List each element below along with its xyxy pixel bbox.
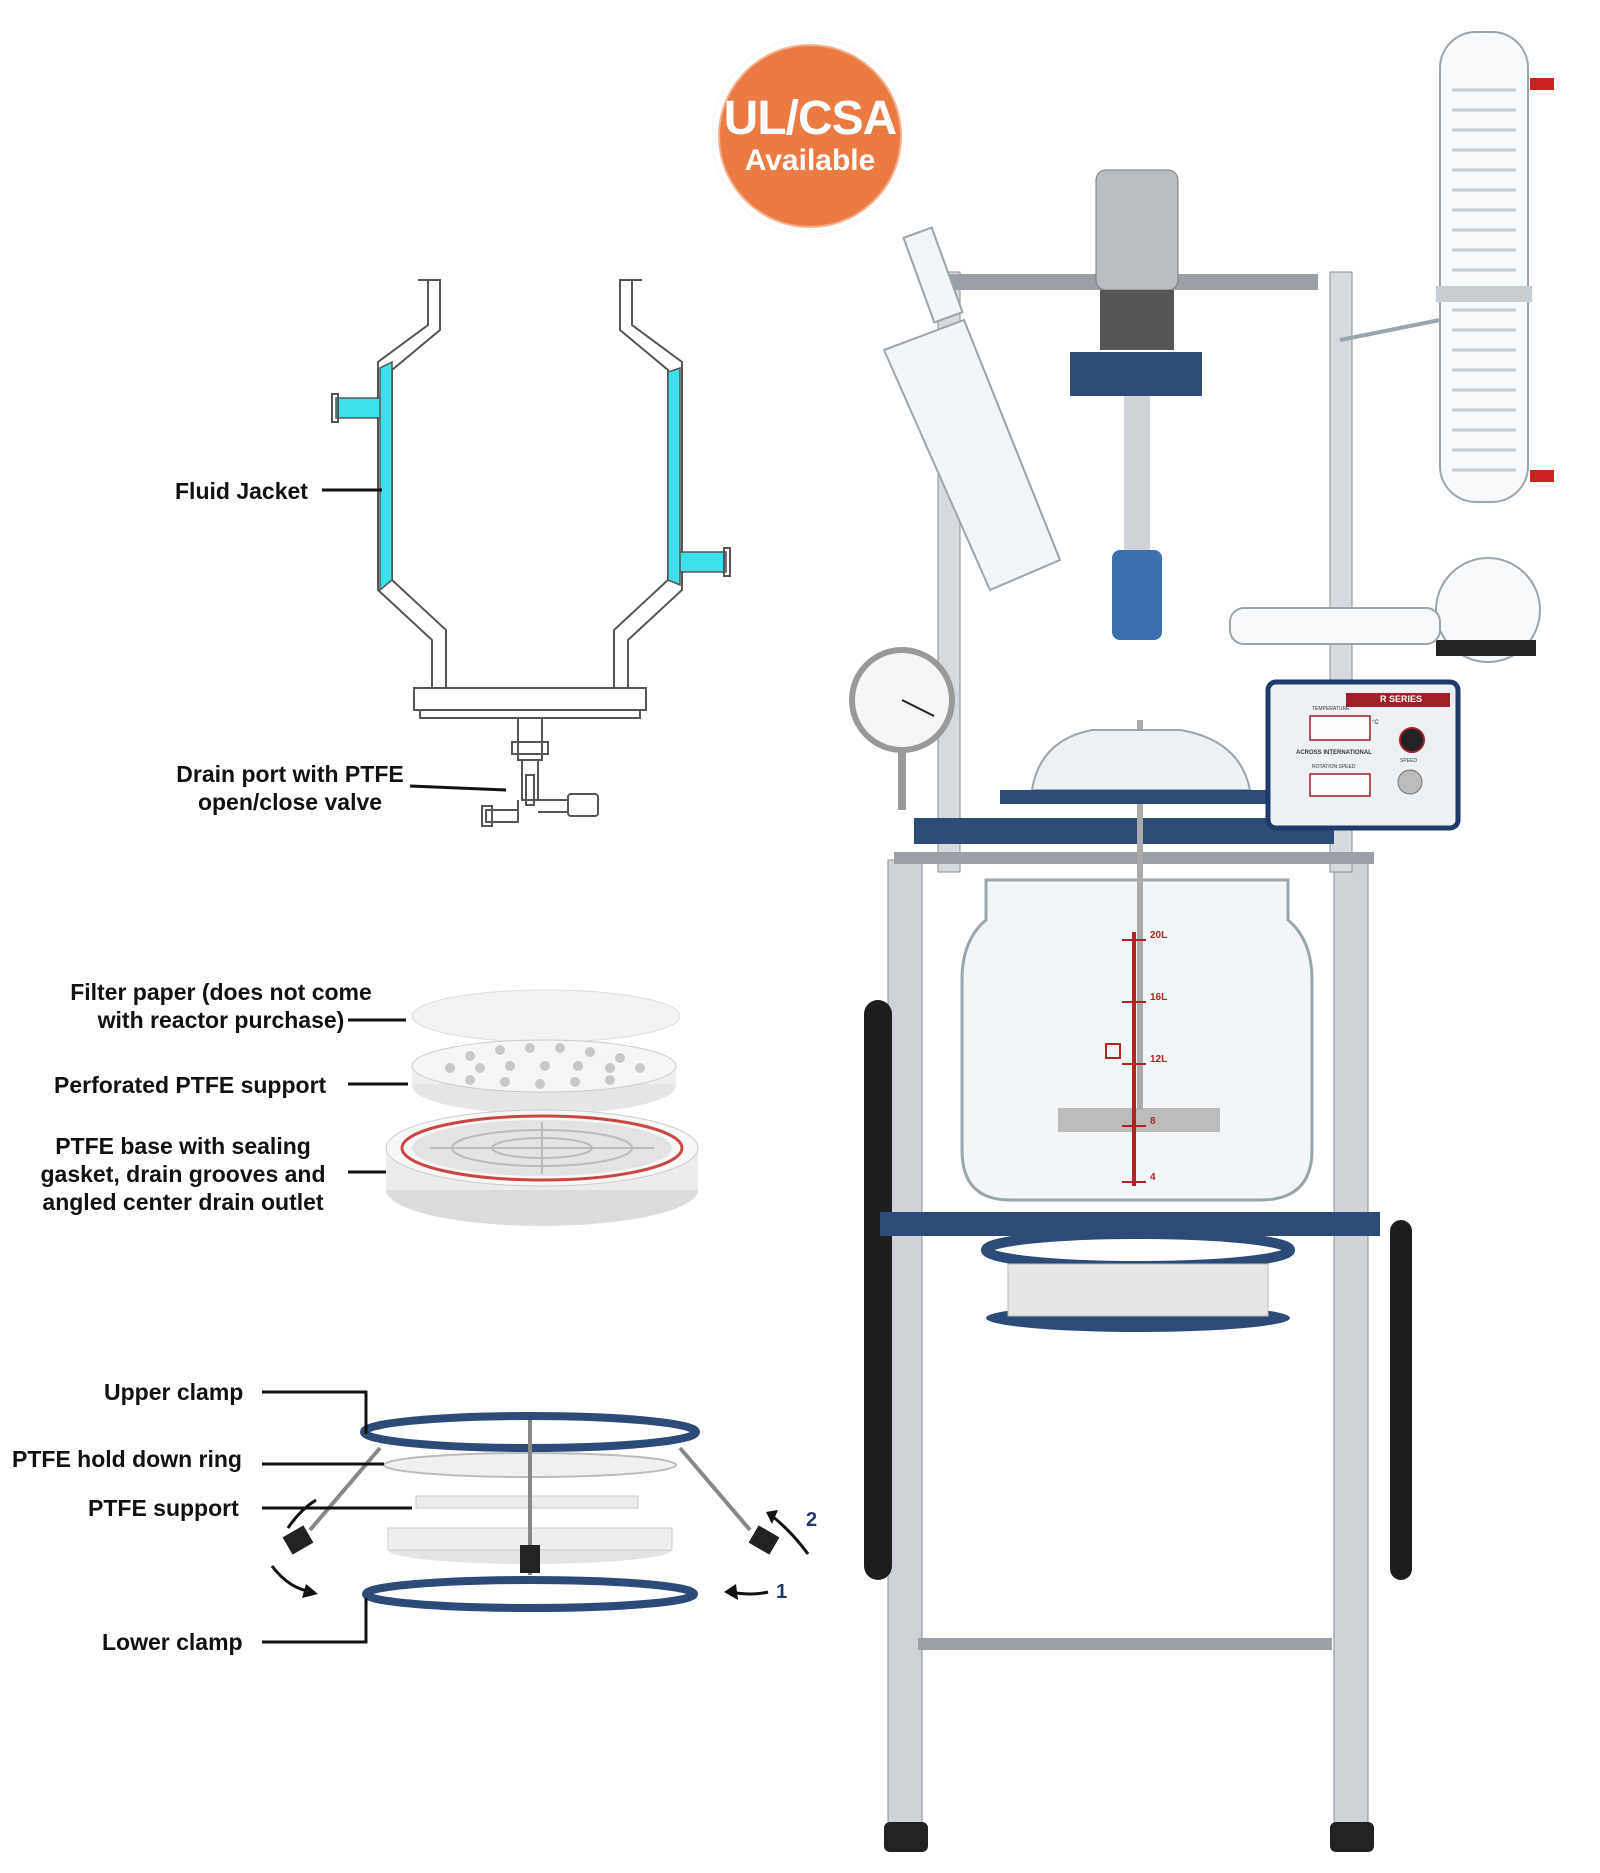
badge-line1: UL/CSA — [723, 92, 898, 145]
label-upper-clamp: Upper clamp — [104, 1379, 244, 1405]
label-hold-down-ring: PTFE hold down ring — [12, 1446, 242, 1472]
jacketed-vessel-section — [377, 279, 683, 827]
panel-brand: ACROSS INTERNATIONAL — [1296, 750, 1372, 756]
label-ptfe-base: PTFE base with sealing gasket, drain gro… — [30, 1132, 336, 1216]
label-ptfe-base-line2: gasket, drain grooves and — [40, 1161, 326, 1187]
panel-unit: °C — [1372, 720, 1379, 726]
vessel-scale-4: 4 — [1150, 1172, 1156, 1183]
label-lower-clamp: Lower clamp — [102, 1629, 243, 1655]
label-ptfe-base-line1: PTFE base with sealing — [55, 1133, 311, 1159]
reactor-illustration — [849, 31, 1554, 1852]
vessel-scale-8: 8 — [1150, 1116, 1156, 1127]
arrow-step-1: 1 — [776, 1581, 788, 1603]
label-drain-port-line1: Drain port with PTFE — [176, 761, 404, 787]
label-drain-port-line2: open/close valve — [197, 789, 383, 815]
label-ptfe-support: PTFE support — [88, 1495, 239, 1521]
panel-rotation-speed: ROTATION SPEED — [1312, 764, 1356, 770]
label-drain-port: Drain port with PTFE open/close valve — [170, 760, 410, 816]
vessel-scale-12l: 12L — [1150, 1054, 1168, 1065]
clamp-assembly — [270, 1412, 810, 1612]
badge-line2: Available — [744, 144, 876, 177]
label-filter-paper: Filter paper (does not come with reactor… — [62, 978, 380, 1034]
panel-series: R SERIES — [1380, 694, 1423, 704]
jacket-fluid — [335, 360, 393, 592]
vessel-scale-16l: 16L — [1150, 992, 1168, 1003]
arrow-step-2: 2 — [806, 1509, 818, 1531]
jacket-fluid-right — [667, 366, 727, 587]
vessel-scale-20l: 20L — [1150, 930, 1168, 941]
label-filter-paper-line1: Filter paper (does not come — [70, 979, 372, 1005]
label-perforated-support: Perforated PTFE support — [54, 1072, 327, 1098]
label-filter-paper-line2: with reactor purchase) — [97, 1007, 345, 1033]
filter-stack — [385, 989, 699, 1226]
label-fluid-jacket: Fluid Jacket — [175, 478, 308, 504]
ul-csa-badge: UL/CSA Available — [712, 38, 908, 234]
panel-speed: SPEED — [1400, 758, 1417, 764]
panel-temperature: TEMPERATURE — [1312, 706, 1350, 712]
label-ptfe-base-line3: angled center drain outlet — [42, 1189, 324, 1215]
